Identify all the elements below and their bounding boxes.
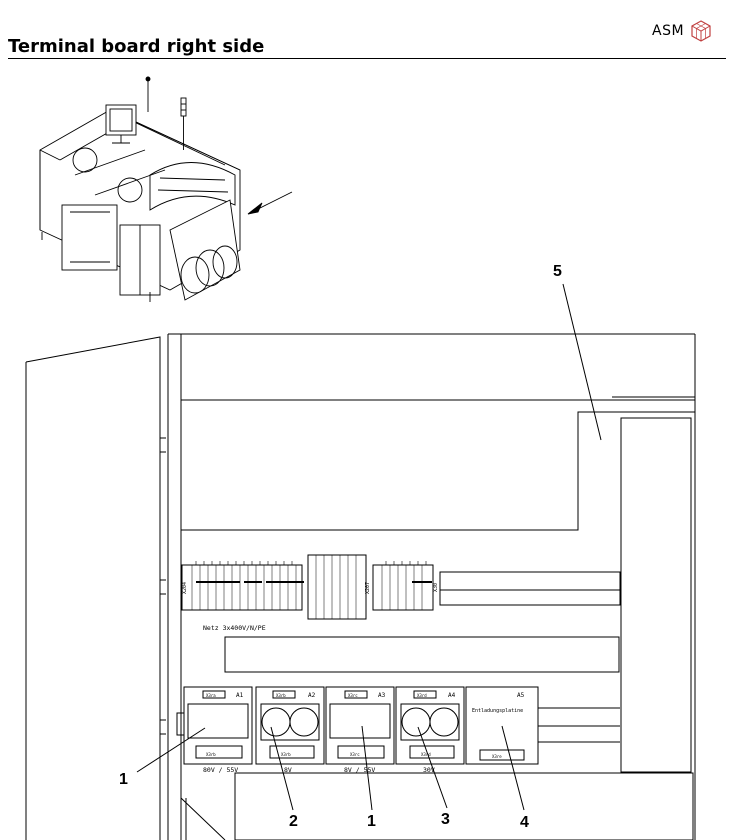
module-a2-top-tag: X3rb	[276, 693, 286, 698]
module-a5-discharge-board: A5 Entladungsplatine X3re	[465, 686, 539, 765]
callout-4: 4	[520, 814, 529, 831]
mains-supply-label: Netz 3x400V/N/PE	[203, 624, 266, 632]
callout-2: 2	[289, 813, 298, 830]
module-a4-bottom-tag: X3rd	[421, 752, 431, 757]
callout-1b: 1	[367, 813, 376, 830]
module-a4-voltage: 30V	[423, 766, 435, 774]
cable-duct	[224, 636, 620, 673]
module-a4-top-tag: X3rd	[417, 693, 427, 698]
brand-logo: ASM	[652, 20, 712, 42]
module-a4: A4 X3rd X3rd 30V	[395, 686, 465, 774]
module-a1-voltage: 80V / 55V	[203, 766, 238, 774]
module-a5-name: Entladungsplatine	[472, 708, 523, 714]
page-title: Terminal board right side	[8, 36, 265, 57]
machine-overview	[39, 76, 293, 302]
terminal-block-x204-label: X204	[182, 582, 188, 594]
module-a2: A2 X3rb X3rb 8V	[255, 686, 325, 774]
terminal-block-x207-label: X207	[365, 582, 371, 594]
module-a2-voltage: 8V	[284, 766, 292, 774]
module-a1-slot: A1	[236, 692, 244, 699]
title-rule	[8, 58, 726, 59]
terminal-strip: X204 X207 X30 Netz 3x400V/N/PE	[181, 554, 621, 632]
module-a3-slot: A3	[378, 692, 386, 699]
asm-cube-icon	[691, 20, 711, 42]
callout-1: 1	[119, 771, 128, 788]
module-a3-voltage: 8V / 55V	[344, 766, 375, 774]
module-a2-slot: A2	[308, 692, 316, 699]
module-a1: A1 X3ra X3rb 80V / 55V	[176, 686, 253, 774]
module-a3-bottom-tag: X3rc	[350, 752, 360, 757]
module-a1-bottom-tag: X3rb	[206, 752, 216, 757]
callout-3: 3	[441, 811, 450, 828]
module-a2-bottom-tag: X3rb	[281, 752, 291, 757]
cabinet-door	[25, 336, 166, 840]
module-a5-bottom-tag: X3re	[492, 754, 502, 759]
module-a3-top-tag: X3rc	[348, 693, 358, 698]
brand-name: ASM	[652, 23, 685, 39]
terminal-block-x30-label: X30	[433, 583, 439, 592]
module-rails	[538, 707, 620, 743]
module-a1-top-tag: X3ra	[206, 693, 216, 698]
leader-lines	[136, 283, 602, 811]
module-a4-slot: A4	[448, 692, 456, 699]
module-a3: A3 X3rc X3rc 8V / 55V	[325, 686, 395, 774]
module-a5-slot: A5	[517, 692, 525, 699]
callout-5: 5	[553, 263, 562, 280]
cabinet-frame	[167, 333, 696, 840]
